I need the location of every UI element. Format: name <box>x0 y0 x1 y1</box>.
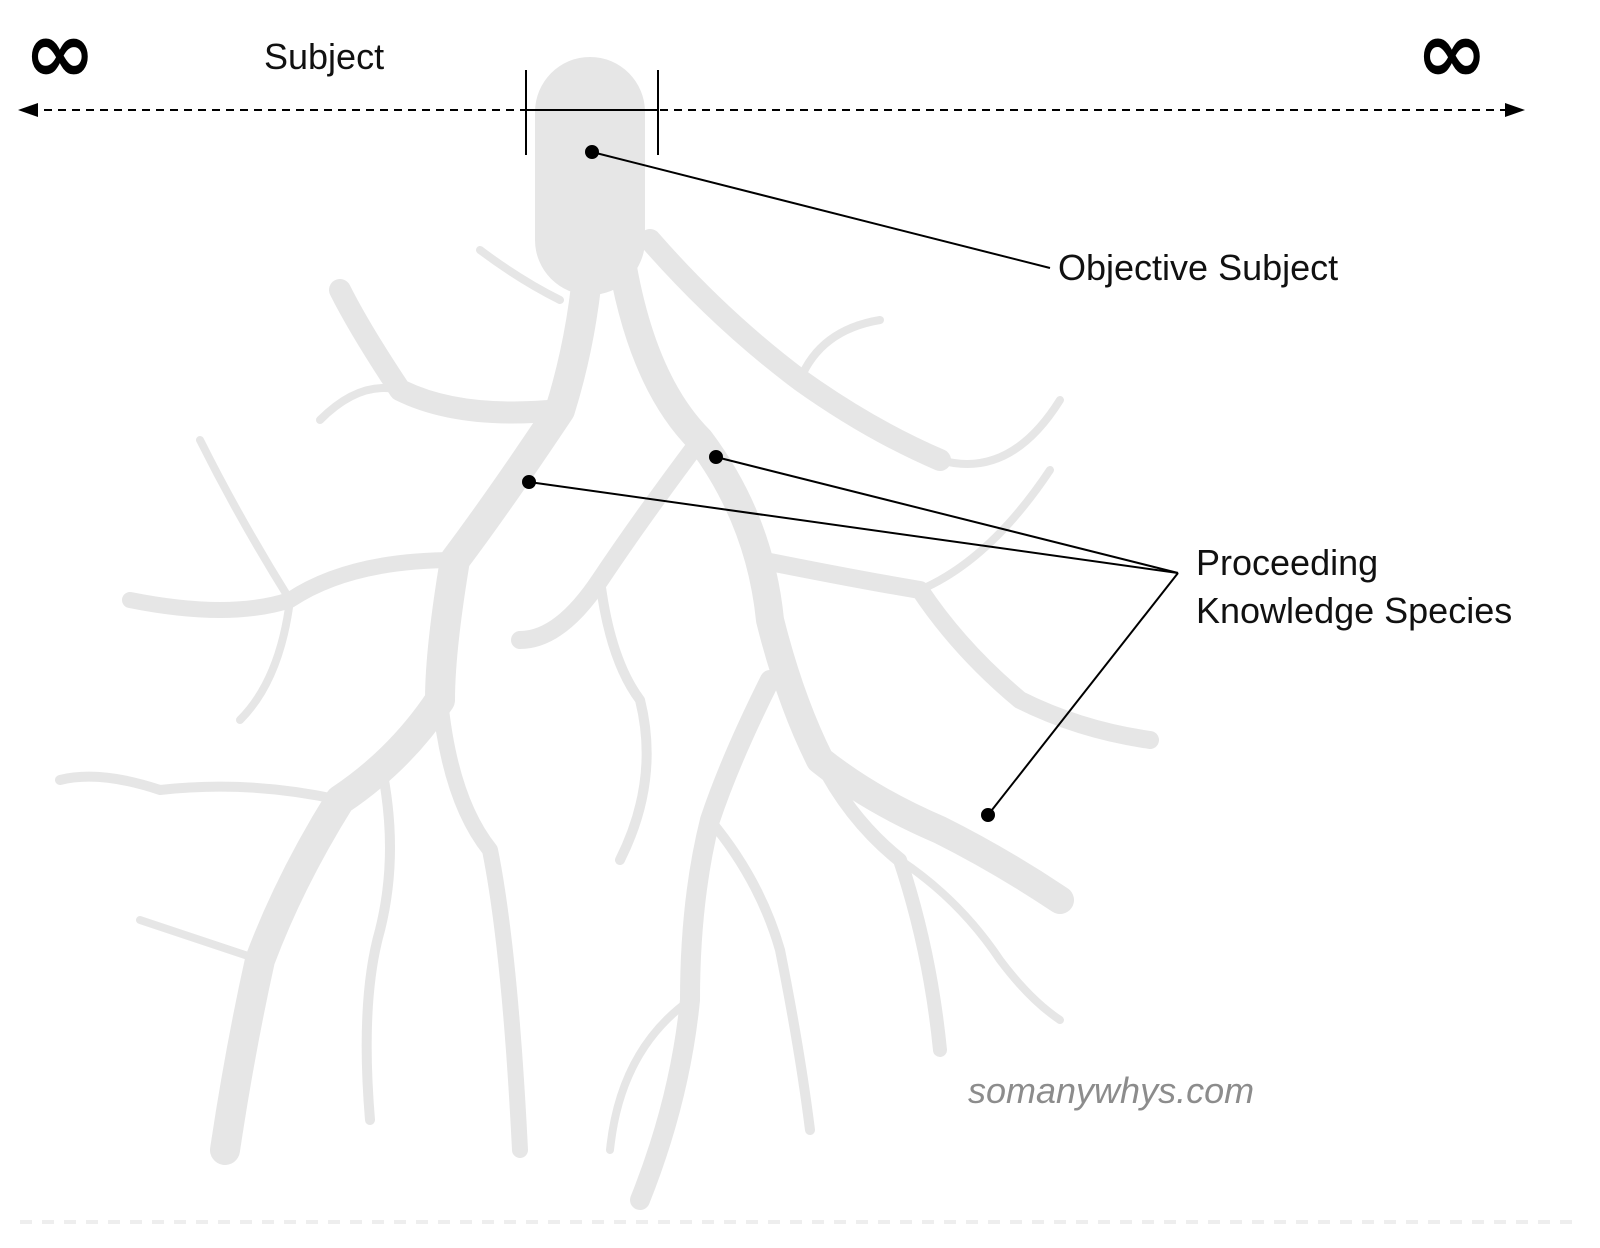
subject-label: Subject <box>264 36 385 77</box>
arrow-right-icon <box>1505 103 1525 117</box>
objective-subject-label: Objective Subject <box>1058 247 1339 288</box>
infinity-left-icon: ∞ <box>24 3 96 103</box>
proceeding-label-line1: Proceeding <box>1196 542 1379 583</box>
knowledge-tree <box>55 57 1159 1210</box>
callout-lines <box>522 145 1179 822</box>
subject-axis <box>18 70 1525 155</box>
proceeding-label-line2: Knowledge Species <box>1196 590 1513 631</box>
infinity-right-icon: ∞ <box>1416 3 1488 103</box>
arrow-left-icon <box>18 103 38 117</box>
watermark: somanywhys.com <box>968 1070 1255 1111</box>
